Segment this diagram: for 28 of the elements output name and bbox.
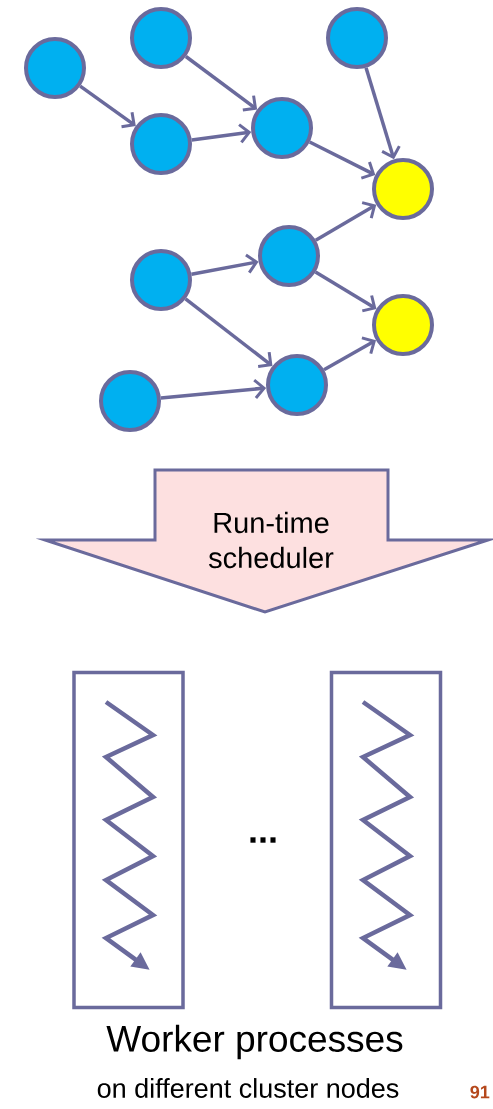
worker-box — [72, 670, 185, 1010]
graph-node-circle — [372, 158, 434, 220]
arrow — [184, 297, 273, 368]
arrow — [364, 67, 401, 160]
graph-node-circle — [130, 7, 192, 69]
arrow — [191, 253, 259, 276]
arrow — [191, 123, 252, 144]
graph-node-circle — [266, 354, 328, 416]
arrow — [184, 55, 258, 112]
arrow — [314, 270, 377, 313]
graph-node-circle — [130, 249, 192, 311]
caption-text: on different cluster nodes — [97, 1078, 399, 1098]
caption-text: Worker processes — [106, 1024, 403, 1060]
graph-node-circle — [24, 37, 86, 99]
graph-node-circle — [326, 7, 388, 69]
graph-node-circle — [99, 370, 161, 432]
arrow — [314, 201, 377, 242]
arrow — [308, 140, 376, 180]
page-number: 91 — [470, 1085, 490, 1099]
ellipsis: ... — [250, 837, 276, 843]
graph-node-circle — [258, 225, 320, 287]
graph-node-circle — [251, 97, 313, 159]
graph-node-circle — [372, 294, 434, 356]
arrow — [79, 84, 136, 129]
arrow — [323, 336, 377, 372]
worker-box — [329, 670, 443, 1010]
graph-node-circle — [130, 113, 192, 175]
arrow — [160, 378, 267, 400]
